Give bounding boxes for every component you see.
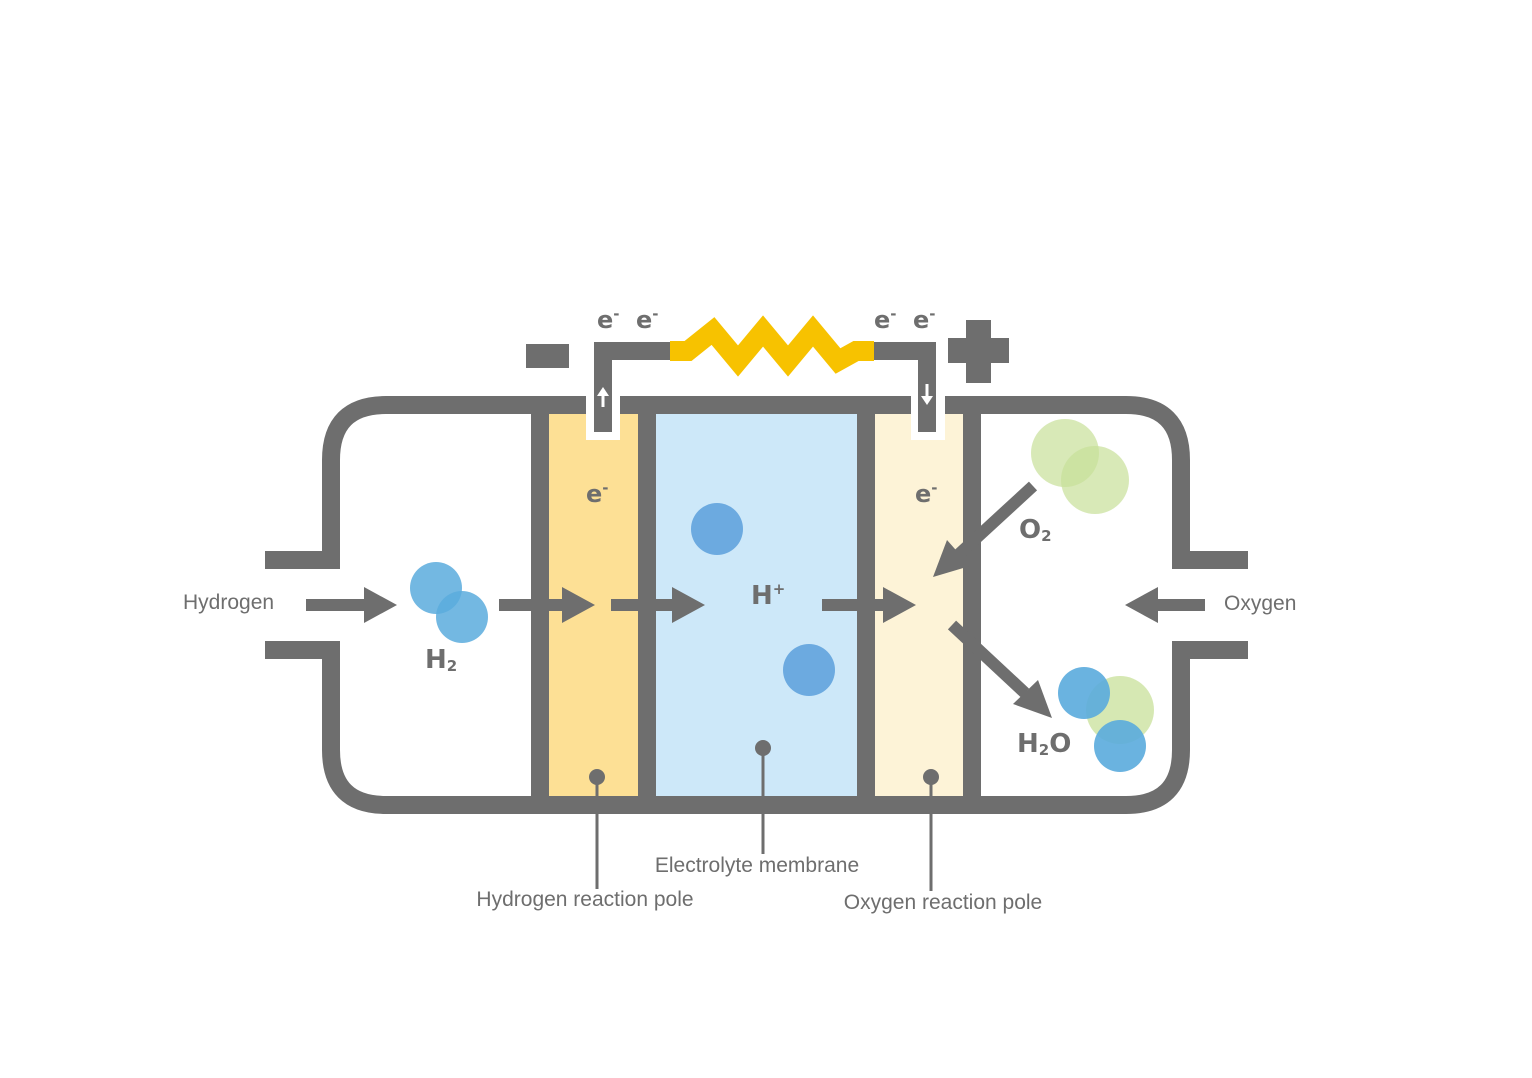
right-chamber-wall xyxy=(972,396,1248,814)
h2o-label: H2O xyxy=(1017,729,1071,759)
electron-down-arrow-icon xyxy=(921,384,933,405)
hydrogen-inlet-arrow-icon xyxy=(306,587,397,623)
h-plus-label: H+ xyxy=(751,580,785,611)
o2-label: O2 xyxy=(1019,515,1052,545)
hydrogen-reaction-pole-label: Hydrogen reaction pole xyxy=(476,888,693,911)
electrolyte-membrane-label: Electrolyte membrane xyxy=(655,854,859,877)
h2-to-anode-arrow-icon xyxy=(499,587,595,623)
electron-label: e- xyxy=(586,479,609,508)
flow-arrows xyxy=(306,587,1205,623)
proton-into-membrane-arrow-icon xyxy=(611,587,705,623)
h2-label: H2 xyxy=(425,645,457,675)
electron-label: e- xyxy=(597,305,620,334)
oxygen-inlet-label: Oxygen xyxy=(1224,592,1296,615)
hydrogen-inlet-label: Hydrogen xyxy=(183,591,274,614)
oxygen-inlet-arrow-icon xyxy=(1125,587,1205,623)
minus-terminal-icon xyxy=(526,344,569,368)
electron-label: e- xyxy=(915,479,938,508)
callout-leaders xyxy=(589,740,939,891)
left-chamber-wall xyxy=(265,396,540,814)
o2-molecule-icon xyxy=(1031,419,1129,514)
water-out-arrow-icon xyxy=(947,620,1052,718)
load-resistor xyxy=(670,315,874,377)
proton-to-cathode-arrow-icon xyxy=(822,587,916,623)
o2-to-cathode-arrow-icon xyxy=(933,481,1038,577)
electron-up-arrow-icon xyxy=(597,387,609,407)
oxygen-reaction-pole-label: Oxygen reaction pole xyxy=(844,891,1042,914)
electron-label: e- xyxy=(636,305,659,334)
h2o-molecule-icon xyxy=(1058,667,1154,772)
h2-molecule-icon xyxy=(410,562,488,643)
plus-terminal-icon xyxy=(948,320,1009,383)
external-circuit xyxy=(586,315,945,440)
hydrogen-ion-icon xyxy=(691,503,835,696)
electron-label: e- xyxy=(913,305,936,334)
electron-label: e- xyxy=(874,305,897,334)
